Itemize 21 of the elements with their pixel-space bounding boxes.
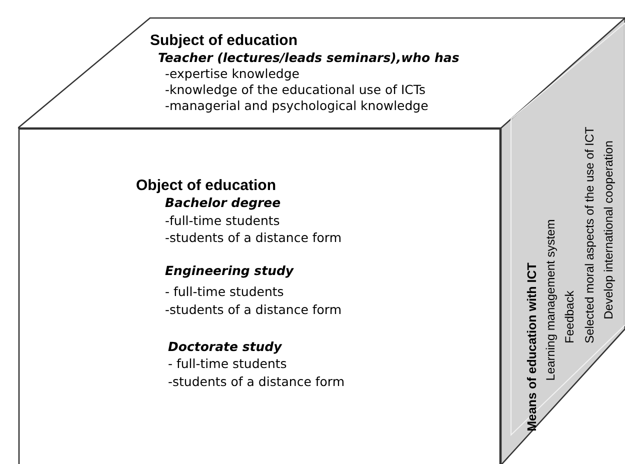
list-item: -managerial and psychological knowledge bbox=[165, 99, 428, 113]
face-subheading: Bachelor degree bbox=[165, 196, 281, 210]
list-item: -students of a distance form bbox=[168, 375, 345, 389]
list-item: Learning management system bbox=[544, 219, 558, 381]
face-heading: Subject of education bbox=[150, 33, 298, 50]
list-item: Feedback bbox=[563, 290, 577, 344]
face-subheading: Teacher (lectures/leads seminars),who has bbox=[158, 51, 460, 65]
face-subheading: Engineering study bbox=[165, 264, 294, 278]
list-item: - full-time students bbox=[168, 357, 287, 371]
list-item: -expertise knowledge bbox=[165, 67, 300, 81]
face-heading: Means of education with ICT bbox=[526, 262, 540, 432]
list-item: -full-time students bbox=[165, 214, 280, 228]
face-heading: Object of education bbox=[136, 178, 276, 194]
list-item: -students of a distance form bbox=[165, 231, 342, 245]
list-item: -knowledge of the educational use of ICTs bbox=[165, 83, 426, 97]
list-item: Develop international cooperation bbox=[602, 140, 616, 320]
list-item: -students of a distance form bbox=[165, 303, 342, 317]
list-item: Selected moral aspects of the use of ICT bbox=[583, 126, 597, 344]
face-subheading: Doctorate study bbox=[168, 340, 282, 354]
cube-side-face bbox=[500, 17, 625, 464]
list-item: - full-time students bbox=[165, 285, 284, 299]
